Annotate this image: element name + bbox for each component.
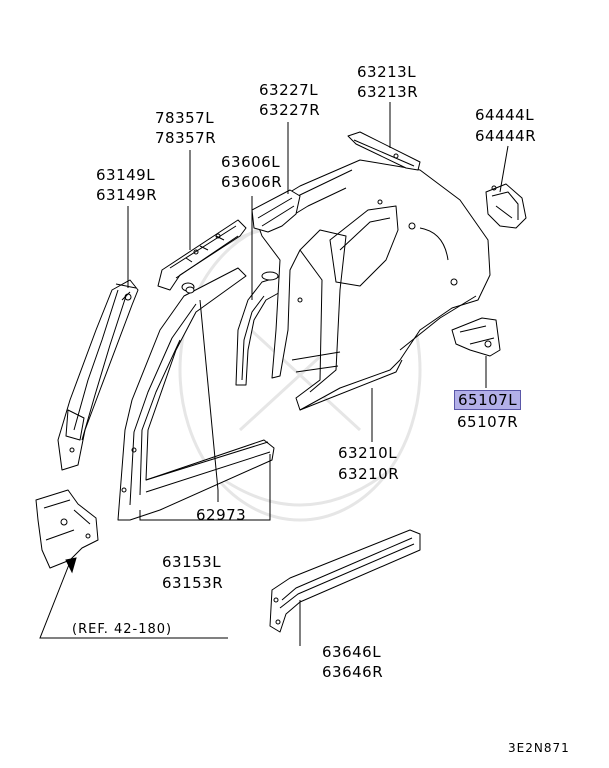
leader-lines [39,102,509,646]
label-78357r: 78357R [155,129,217,147]
part-63646-sill [269,529,421,633]
part-62973-plug [185,286,195,294]
part-64444-housing [485,183,527,229]
label-63153r: 63153R [162,574,224,592]
label-63213l: 63213L [357,63,417,81]
label-63210r: 63210R [338,465,400,483]
label-63149l: 63149L [96,166,156,184]
label-63227r: 63227R [259,101,321,119]
label-62973: 62973 [196,506,247,524]
label-78357l: 78357L [155,109,215,127]
label-63213r: 63213R [357,83,419,101]
diagram-code: 3E2N871 [508,741,570,755]
label-63606r: 63606R [221,173,283,191]
label-64444l: 64444L [475,106,535,124]
label-63210l: 63210L [338,444,398,462]
part-65107-extension [451,317,501,357]
part-ref-bracket [35,489,99,569]
label-63153l: 63153L [162,553,222,571]
part-63210-quarter [253,159,491,411]
label-65107l: 65107L [454,390,522,410]
reference-label: (REF. 42-180) [72,622,173,637]
part-63149-pillar [57,279,139,471]
label-63149r: 63149R [96,186,158,204]
label-64444r: 64444R [475,127,537,145]
label-65107r: 65107R [457,413,519,431]
label-63646r: 63646R [322,663,384,681]
part-78357-rail [157,219,247,291]
label-63646l: 63646L [322,643,382,661]
part-63213-rail [347,131,421,171]
highlighted-part-65107l: 65107L [454,390,522,410]
label-63227l: 63227L [259,81,319,99]
label-63606l: 63606L [221,153,281,171]
part-63227-inner [251,189,301,233]
